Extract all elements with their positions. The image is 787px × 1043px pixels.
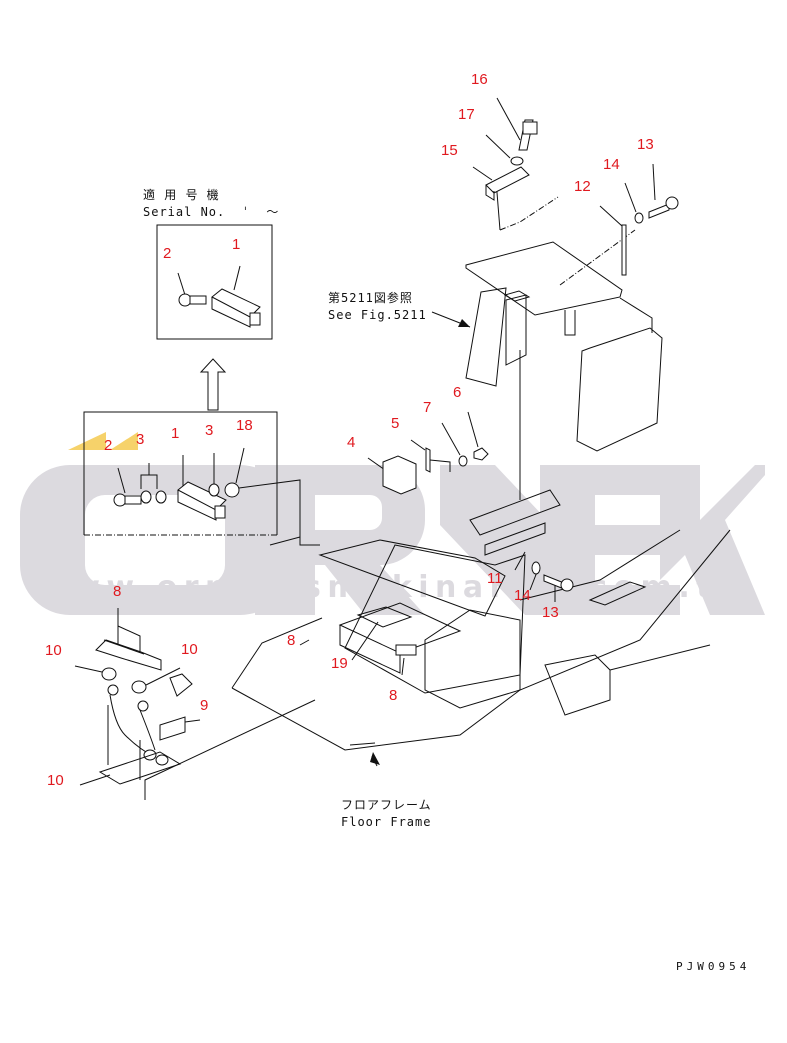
drawing-code: PJW0954: [676, 960, 751, 973]
part-label: 14: [603, 156, 620, 173]
part-label: 18: [236, 417, 253, 434]
part-label: 16: [471, 71, 488, 88]
part-label: 10: [45, 642, 62, 659]
part-label: 5: [391, 415, 400, 432]
inset-box-new: [156, 224, 273, 340]
see-fig-label-jp: 第5211図参照: [328, 291, 413, 305]
see-fig-label: See Fig.5211: [328, 308, 427, 322]
part-label: 8: [287, 632, 296, 649]
watermark-url: www.ornekismakinalari.com.tr: [38, 570, 739, 605]
part-label: 13: [542, 604, 559, 621]
part-label: 11: [487, 570, 503, 587]
part-label: 8: [389, 687, 398, 704]
part-label: 7: [423, 399, 432, 416]
part-label: 15: [441, 142, 458, 159]
part-label: 10: [47, 772, 64, 789]
part-label: 19: [331, 655, 348, 672]
part-label: 6: [453, 384, 462, 401]
part-label: 4: [347, 434, 356, 451]
part-label: 1: [171, 425, 180, 442]
serial-no-label-jp: 適 用 号 機: [143, 188, 220, 202]
part-label: 10: [181, 641, 198, 658]
floor-frame-label: Floor Frame: [341, 815, 432, 829]
part-label: 9: [200, 697, 209, 714]
part-label: 2: [104, 437, 113, 454]
part-label: 3: [136, 431, 145, 448]
floor-frame-label-jp: フロアフレーム: [341, 798, 432, 812]
part-label: 2: [163, 245, 172, 262]
part-label: 14: [514, 587, 531, 604]
part-label: 3: [205, 422, 214, 439]
part-label: 8: [113, 583, 122, 600]
part-label: 13: [637, 136, 654, 153]
serial-no-label: Serial No. ˈ ～: [143, 205, 280, 219]
part-label: 1: [232, 236, 241, 253]
part-label: 17: [458, 106, 475, 123]
part-label: 12: [574, 178, 591, 195]
up-arrow-icon: [199, 358, 227, 411]
